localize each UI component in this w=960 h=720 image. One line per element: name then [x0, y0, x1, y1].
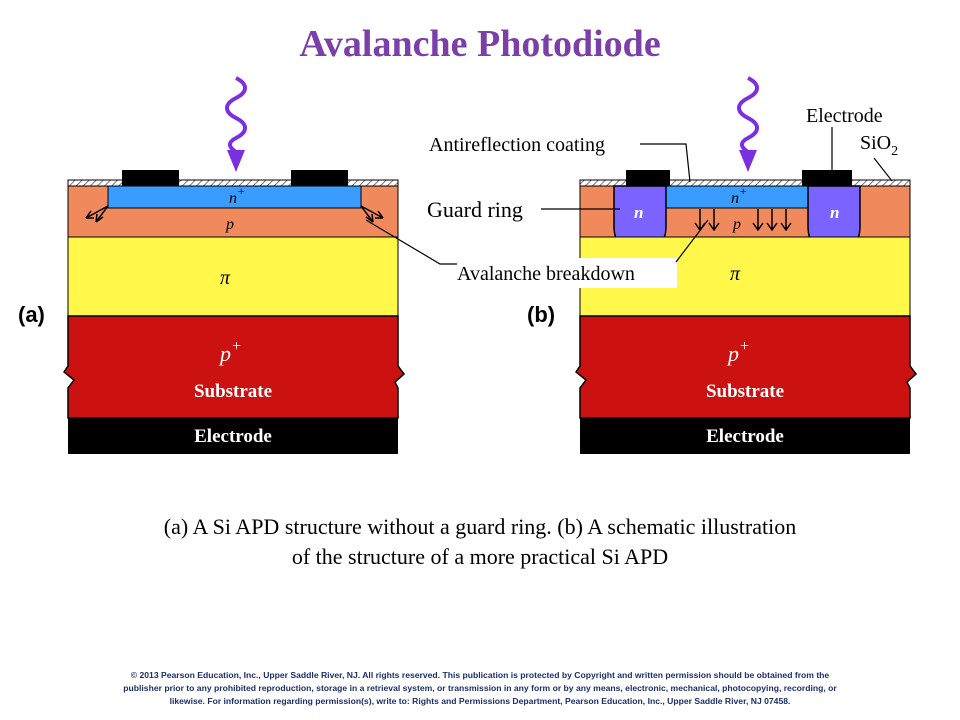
copyright-notice: © 2013 Pearson Education, Inc., Upper Sa… — [30, 669, 930, 708]
callout-avalanche: Avalanche breakdown — [457, 263, 635, 285]
leader-avalanche-a — [365, 219, 457, 265]
copyright-line-1: © 2013 Pearson Education, Inc., Upper Sa… — [130, 670, 830, 680]
figure-b: n+ p n n π p+ Substrate Electrode (b) — [527, 76, 918, 454]
callout-guard-ring: Guard ring — [427, 197, 523, 222]
substrate-b — [574, 315, 918, 419]
leader-antireflection — [640, 143, 691, 183]
leader-sio2 — [873, 157, 893, 182]
n-plus-label-b: n+ — [731, 184, 747, 207]
figure-caption: (a) A Si APD structure without a guard r… — [60, 512, 900, 572]
uniform-breakdown-arrows-b — [694, 209, 792, 232]
photon-arrowhead-b — [739, 150, 757, 172]
n-plus-label-a: n+ — [229, 184, 245, 207]
pi-label-a: π — [220, 267, 231, 289]
guard-n-label-left: n — [634, 203, 643, 222]
pi-layer-a — [67, 236, 399, 317]
p-label-b: p — [732, 216, 741, 233]
callout-electrode: Electrode — [806, 105, 883, 127]
caption-line-2: of the structure of a more practical Si … — [291, 544, 669, 569]
copyright-line-2: publisher prior to any prohibited reprod… — [123, 683, 837, 693]
photon-arrow-b — [737, 76, 759, 154]
avalanche-label-bg — [453, 258, 677, 288]
panel-label-a: (a) — [18, 302, 45, 327]
photon-arrowhead-a — [227, 150, 245, 172]
figure-a: n+ p π p+ Substrate Electrode (a) — [18, 76, 406, 454]
n-plus-layer-a — [107, 185, 362, 209]
substrate-a — [62, 315, 406, 419]
pi-label-b: π — [730, 263, 741, 285]
electrode-label-b: Electrode — [706, 426, 784, 447]
leader-avalanche-b — [675, 219, 709, 263]
p-label-a: p — [225, 216, 234, 233]
slide-title: Avalanche Photodiode — [299, 23, 661, 65]
callout-antireflection: Antireflection coating — [429, 134, 605, 156]
bottom-electrode-a — [68, 418, 398, 454]
top-electrode-right-a — [291, 170, 348, 186]
sio2-layer-a — [67, 179, 399, 187]
electrode-label-a: Electrode — [194, 426, 272, 447]
edge-breakdown-arrows-a — [85, 205, 384, 223]
substrate-label-a: Substrate — [194, 381, 272, 402]
panel-label-b: (b) — [527, 302, 555, 327]
caption-line-1: (a) A Si APD structure without a guard r… — [163, 514, 797, 539]
top-electrode-left-b — [626, 170, 670, 186]
copyright-line-3: likewise. For information regarding perm… — [169, 696, 791, 706]
top-electrode-left-a — [122, 170, 179, 186]
p-plus-label-a: p+ — [218, 338, 242, 366]
top-electrode-right-b — [802, 170, 852, 186]
p-plus-label-b: p+ — [726, 338, 750, 366]
callouts: Electrode SiO2 Antireflection coating Gu… — [365, 105, 898, 288]
bottom-electrode-b — [580, 418, 910, 454]
callout-sio2: SiO2 — [860, 132, 898, 159]
guard-n-label-right: n — [830, 203, 839, 222]
substrate-label-b: Substrate — [706, 381, 784, 402]
photon-arrow-a — [225, 76, 247, 154]
